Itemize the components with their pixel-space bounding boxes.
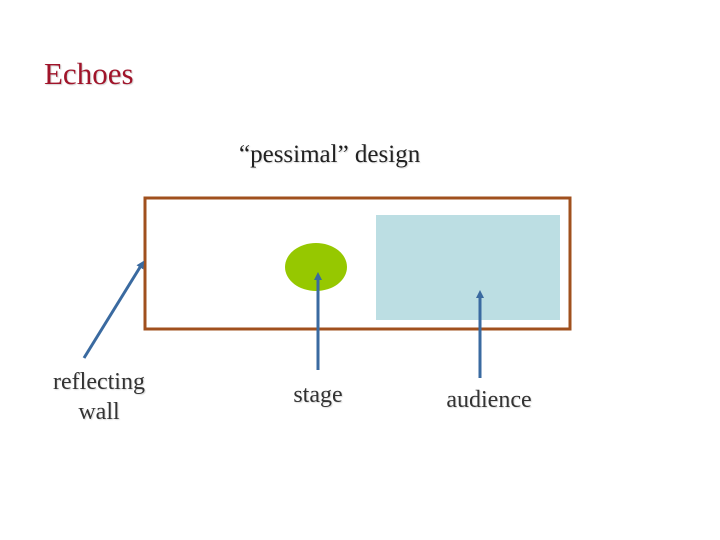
room-outline <box>143 196 572 331</box>
wall-arrow <box>82 260 145 359</box>
label-reflecting-wall-line1: reflecting <box>53 369 145 395</box>
label-audience: audience <box>446 387 532 413</box>
label-reflecting-wall-line2: wall <box>78 399 120 425</box>
slide-title: Echoes <box>44 56 134 91</box>
diagram-subtitle: “pessimal” design <box>239 141 421 168</box>
label-stage: stage <box>293 382 343 408</box>
audience-area <box>376 215 560 320</box>
label-reflecting-wall: reflecting wall <box>28 367 170 427</box>
stage-shape <box>285 243 347 291</box>
